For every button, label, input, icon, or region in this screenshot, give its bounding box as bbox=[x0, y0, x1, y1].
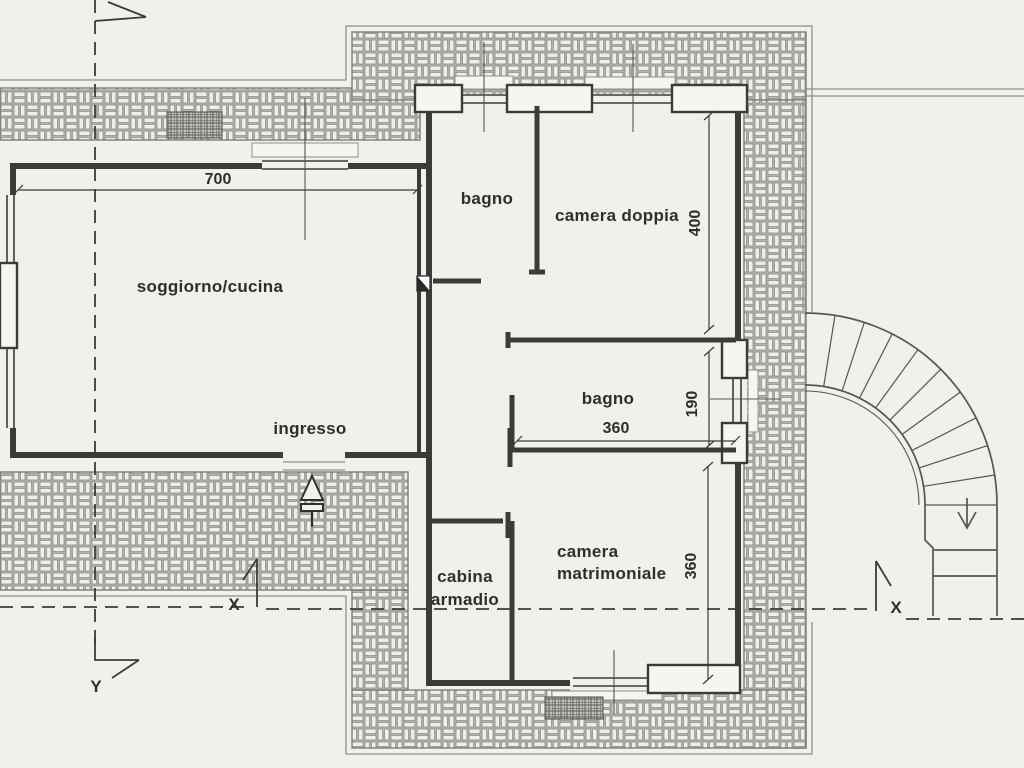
axis-y bbox=[94, 0, 147, 679]
staircase bbox=[804, 312, 998, 616]
wall-pier bbox=[670, 83, 749, 114]
dim-bagno-mid-width: 360 bbox=[603, 420, 630, 437]
dimension-lines bbox=[13, 110, 741, 685]
wall-pier bbox=[505, 83, 594, 114]
wall-pier bbox=[413, 83, 464, 114]
stair-direction-arrow bbox=[957, 498, 977, 530]
axis-label-x-left: X bbox=[228, 595, 240, 614]
wall-doppia-bagno2 bbox=[505, 332, 736, 348]
window-axis-ticks bbox=[304, 42, 781, 714]
wall-projection-left bbox=[0, 261, 19, 350]
dim-soggiorno-width: 700 bbox=[205, 171, 232, 188]
room-label-matrimoniale-line2: matrimoniale bbox=[557, 564, 666, 583]
door-marker bbox=[416, 275, 431, 292]
dim-camera-doppia-depth: 400 bbox=[687, 210, 704, 237]
room-label-soggiorno: soggiorno/cucina bbox=[137, 277, 284, 296]
entrance-sill bbox=[283, 461, 345, 471]
dim-matrimoniale-depth: 360 bbox=[683, 553, 700, 580]
window-top-2 bbox=[592, 94, 672, 104]
room-label-cabina-line2: armadio bbox=[431, 590, 499, 609]
window-right bbox=[732, 377, 742, 425]
wall-cabina-top bbox=[432, 512, 511, 538]
room-label-bagno-top: bagno bbox=[461, 189, 514, 208]
interior-walls bbox=[432, 106, 736, 681]
room-label-matrimoniale-line1: camera bbox=[557, 542, 619, 561]
room-label-camera-doppia: camera doppia bbox=[555, 206, 679, 225]
window-bottom bbox=[573, 677, 653, 687]
entrance-opening bbox=[283, 448, 345, 461]
room-label-ingresso: ingresso bbox=[273, 419, 346, 438]
window-sill-right bbox=[747, 369, 759, 433]
dim-bagno-mid-depth: 190 bbox=[684, 391, 701, 418]
window-soggiorno-left bbox=[6, 195, 15, 428]
axis-x bbox=[0, 558, 1024, 620]
vent-grate-top bbox=[166, 111, 223, 139]
terrace-band-bottom-left bbox=[0, 471, 409, 591]
windows bbox=[0, 75, 759, 701]
property-boundary bbox=[0, 25, 1024, 755]
entrance-arrow bbox=[299, 473, 325, 527]
axis-label-x-right: X bbox=[890, 598, 902, 617]
wall-pier bbox=[720, 421, 749, 465]
terrace-hatch bbox=[0, 31, 807, 749]
window-sill-bottom bbox=[551, 690, 663, 701]
room-label-bagno-mid: bagno bbox=[582, 389, 635, 408]
wall-bagno-doppia bbox=[529, 106, 545, 275]
wall-pier bbox=[720, 338, 749, 380]
window-sill-top-2 bbox=[584, 76, 676, 90]
axis-label-y-bottom: Y bbox=[90, 677, 102, 696]
terrace-band-bottom-left-column bbox=[351, 589, 409, 691]
wall-pier bbox=[646, 663, 742, 695]
room-label-cabina-line1: cabina bbox=[437, 567, 493, 586]
stair-treads bbox=[823, 315, 997, 506]
vent-grate-bottom bbox=[544, 696, 604, 720]
